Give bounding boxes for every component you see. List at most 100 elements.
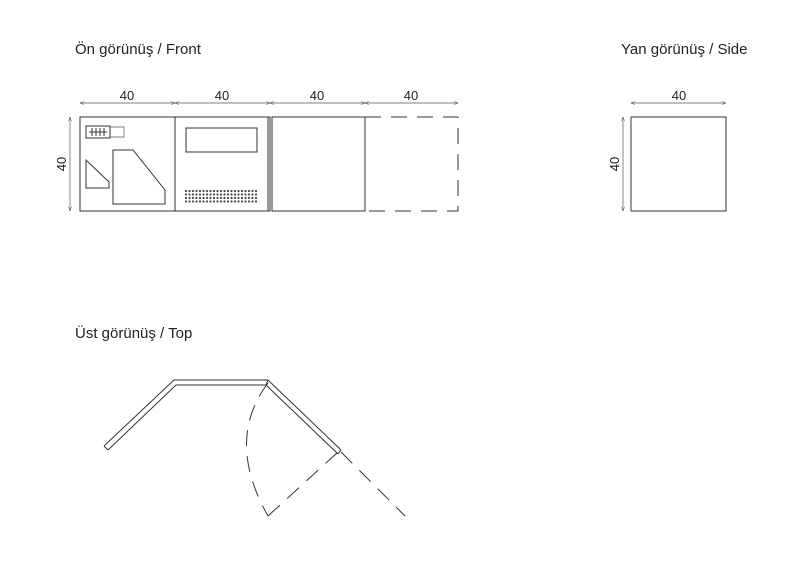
grille-dot [188, 193, 191, 196]
grille-dot [188, 200, 191, 203]
grille-dot [184, 193, 188, 196]
grille-dot [219, 200, 223, 203]
grille-dot [184, 200, 188, 203]
grille-dot [209, 193, 212, 196]
grille-dot [195, 200, 198, 203]
grille-dot [198, 189, 202, 193]
grille-dot [219, 189, 223, 193]
grille-dot [226, 189, 230, 193]
grille-dot [212, 189, 216, 193]
grille-dot [240, 193, 244, 196]
grille-dot [219, 196, 223, 200]
module-3-door [271, 116, 366, 212]
grille-dot [216, 200, 219, 203]
extension-panel-dashed [340, 451, 406, 517]
grille-dot [237, 200, 240, 203]
grille-dot [195, 189, 198, 193]
grille-dot [205, 189, 209, 193]
side-view-title: Yan görünüş / Side [621, 41, 747, 58]
grille-dot [216, 189, 219, 193]
grille-dot [254, 189, 258, 193]
grille-dot [191, 193, 195, 196]
module-2-screen-grille [174, 116, 273, 212]
grille-dot [219, 193, 223, 196]
grille-dot [191, 200, 195, 203]
side-width-label: 40 [672, 88, 686, 103]
grille-dot [223, 193, 226, 196]
grille-dot [209, 200, 212, 203]
grille-dot [230, 193, 233, 196]
grille-dot [184, 189, 188, 193]
grille-dot [237, 193, 240, 196]
speaker-grille [184, 189, 258, 203]
grille-dot [244, 200, 247, 203]
grille-dot [205, 200, 209, 203]
grille-dot [244, 196, 247, 200]
grille-dot [195, 196, 198, 200]
grille-dot [240, 200, 244, 203]
front-width-label-4: 40 [404, 88, 418, 103]
grille-dot [202, 193, 205, 196]
grille-dot [212, 193, 216, 196]
grille-dot [223, 189, 226, 193]
module-1-control-panel [79, 116, 176, 212]
grille-dot [237, 196, 240, 200]
grille-dot [251, 200, 254, 203]
grille-dot [202, 189, 205, 193]
grille-dot [254, 200, 258, 203]
front-height-label: 40 [54, 157, 69, 171]
grille-dot [205, 193, 209, 196]
grille-dot [202, 196, 205, 200]
front-height-dimension: 40 [54, 116, 72, 212]
grille-dot [191, 196, 195, 200]
grille-dot [188, 189, 191, 193]
grille-dot [223, 196, 226, 200]
grille-dot [247, 196, 251, 200]
front-width-label-2: 40 [215, 88, 229, 103]
front-width-dimension: 40 40 40 40 [79, 88, 459, 105]
grille-dot [230, 189, 233, 193]
grille-dot [209, 196, 212, 200]
grille-dot [216, 196, 219, 200]
grille-dot [184, 196, 188, 200]
front-width-label-1: 40 [120, 88, 134, 103]
grille-dot [233, 196, 237, 200]
grille-dot [240, 189, 244, 193]
grille-dot [202, 200, 205, 203]
grille-dot [188, 196, 191, 200]
grille-dot [223, 200, 226, 203]
top-view [103, 379, 406, 517]
grille-dot [247, 200, 251, 203]
front-width-label-3: 40 [310, 88, 324, 103]
grille-dot [254, 196, 258, 200]
grille-dot [212, 200, 216, 203]
grille-dot [240, 196, 244, 200]
grille-dot [205, 196, 209, 200]
grille-dot [233, 200, 237, 203]
grille-dot [233, 189, 237, 193]
grille-dot [191, 189, 195, 193]
side-view: 40 40 [607, 88, 727, 212]
grille-dot [209, 189, 212, 193]
grille-dot [216, 193, 219, 196]
front-view: 40 40 40 40 40 [54, 88, 459, 212]
grille-dot [198, 200, 202, 203]
grille-dot [244, 193, 247, 196]
grille-dot [251, 196, 254, 200]
grille-dot [233, 193, 237, 196]
side-profile-rect [630, 116, 727, 212]
side-height-label: 40 [607, 157, 622, 171]
module-4-optional-dashed [365, 116, 459, 212]
door-swing-arc [246, 382, 269, 517]
top-view-title: Üst görünüş / Top [75, 324, 192, 342]
grille-dot [247, 193, 251, 196]
grille-dot [237, 189, 240, 193]
grille-dot [198, 196, 202, 200]
grille-dot [230, 200, 233, 203]
open-panel-dashed [267, 451, 339, 517]
front-view-title: Ön görünüş / Front [75, 40, 202, 58]
grille-dot [247, 189, 251, 193]
grille-dot [195, 193, 198, 196]
grille-dot [251, 189, 254, 193]
